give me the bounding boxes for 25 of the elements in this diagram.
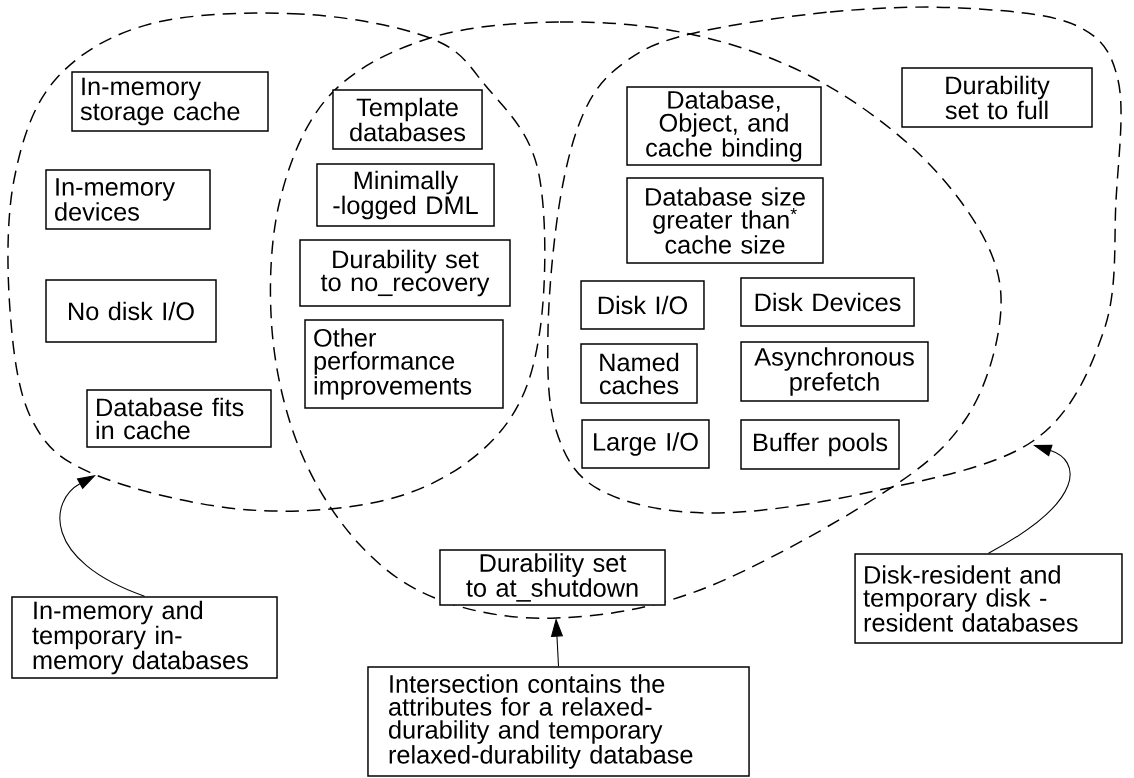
- text-box: Durability set to at_shutdown: [439, 549, 666, 606]
- text-box: In-memory storage cache: [71, 71, 269, 132]
- text-box: Database, Object, and cache binding: [626, 86, 822, 166]
- text-box: Large I/O: [581, 419, 710, 469]
- text-box: Template databases: [332, 89, 483, 150]
- text-box: Durability set to full: [901, 67, 1093, 128]
- text-box: No disk I/O: [45, 279, 217, 343]
- dashed-region: [7, 12, 546, 512]
- text-box: Minimally -logged DML: [316, 163, 495, 227]
- text-box: Buffer pools: [740, 419, 900, 470]
- text-box: Asynchronous prefetch: [740, 341, 929, 402]
- text-box: Other performance improvements: [304, 319, 504, 409]
- text-box: Intersection contains the attributes for a relaxed-durability and temporary relaxed-durability database: [367, 666, 750, 777]
- text-box: Durability set to no_recovery: [299, 239, 511, 307]
- text-box: Disk I/O: [580, 280, 705, 330]
- text-box: Database size greater than$^{*}$ cache size: [626, 177, 824, 264]
- text-box: Named caches: [580, 343, 698, 404]
- text-box: Disk Devices: [740, 277, 915, 327]
- text-box: In-memory devices: [45, 169, 211, 230]
- dashed-region: [547, 6, 1122, 514]
- leader-arrow: [59, 475, 146, 597]
- leader-arrow: [987, 444, 1071, 554]
- text-box: Database fits in cache: [86, 389, 272, 448]
- text-box: In-memory and temporary in-memory databases: [11, 596, 278, 679]
- text-box: Disk-resident and temporary disk -resident databases: [854, 553, 1123, 644]
